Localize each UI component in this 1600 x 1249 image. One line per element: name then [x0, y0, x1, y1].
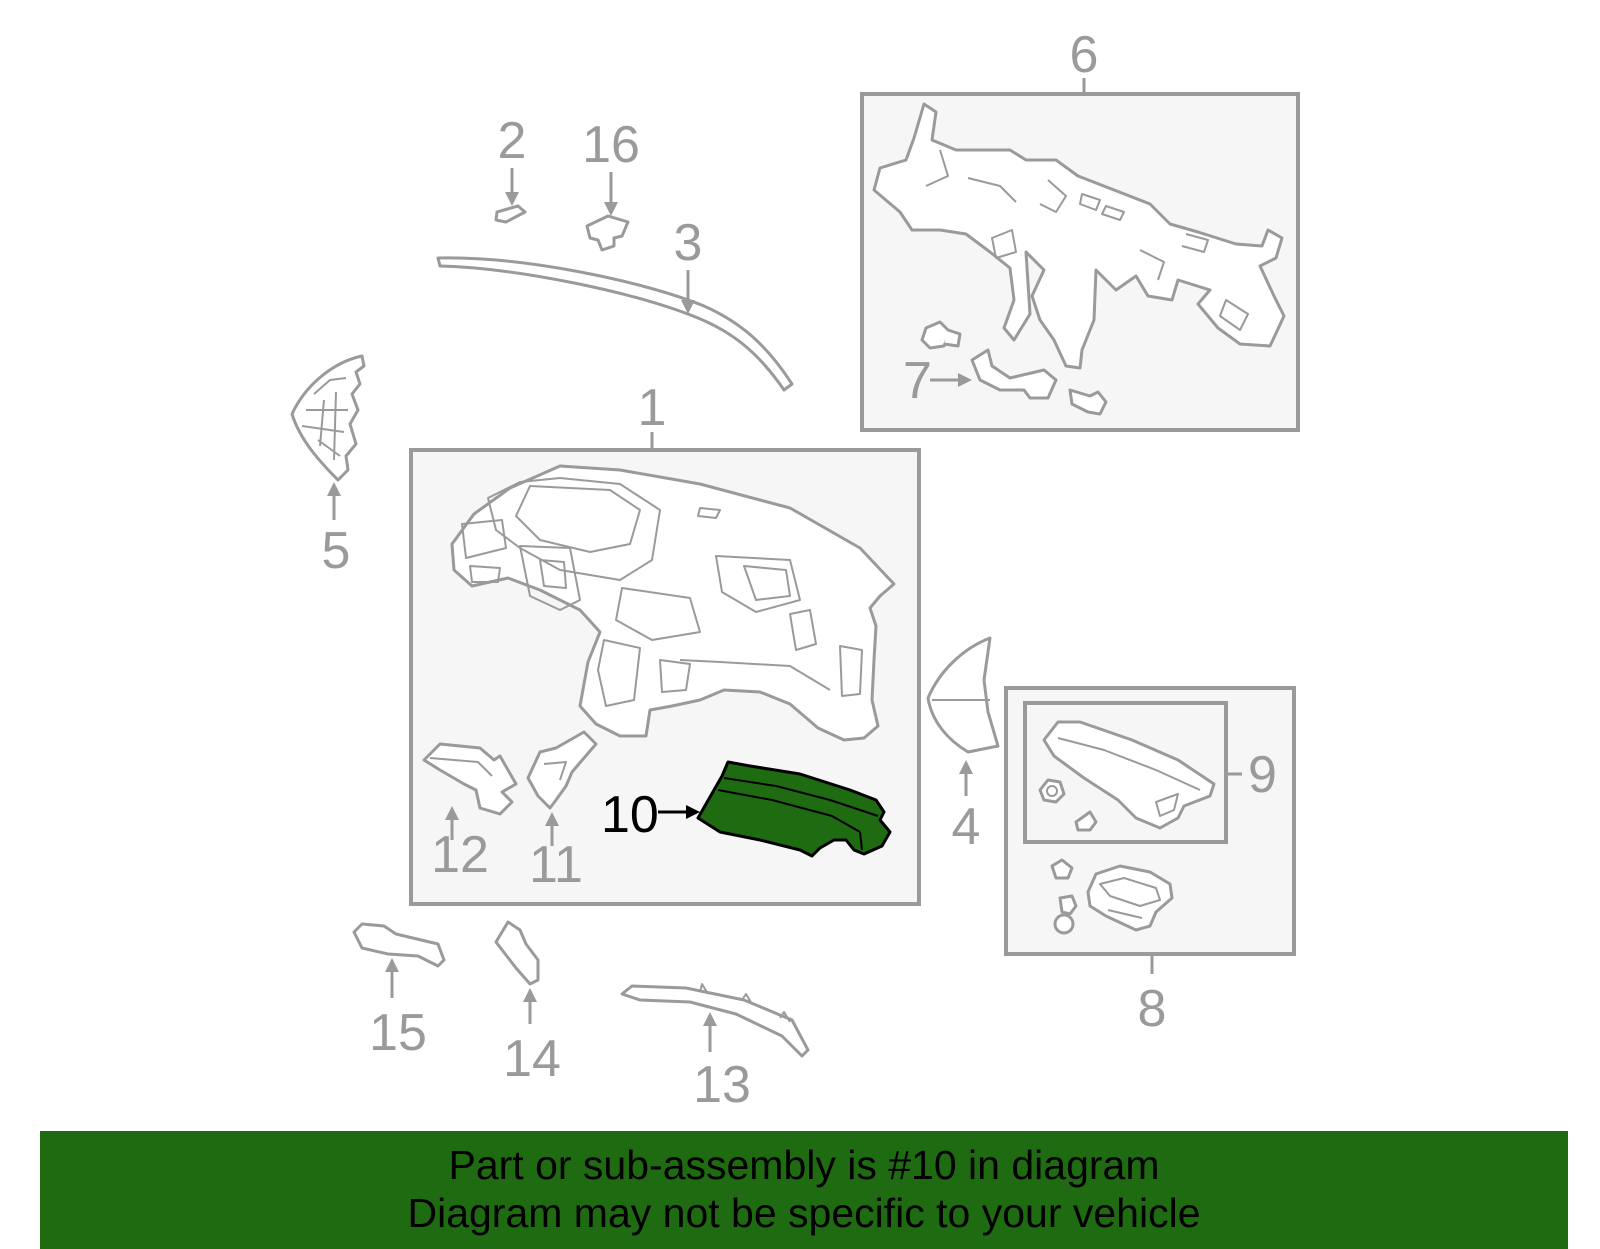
- side-cover-part-4: [926, 636, 1000, 754]
- molding-part-3: [436, 256, 794, 392]
- callout-16[interactable]: 16: [582, 116, 640, 174]
- callout-1[interactable]: 1: [638, 379, 667, 437]
- callout-4[interactable]: 4: [952, 798, 981, 856]
- fastener-part-8a: [1050, 858, 1074, 880]
- airbag-module-part-8: [1086, 864, 1174, 932]
- callout-11[interactable]: 11: [529, 836, 583, 894]
- highlighted-part-10[interactable]: [696, 760, 892, 858]
- callout-8[interactable]: 8: [1138, 980, 1167, 1038]
- callout-3[interactable]: 3: [674, 214, 703, 272]
- callout-6[interactable]: 6: [1070, 26, 1099, 84]
- clip-part-16: [585, 214, 630, 252]
- trim-strip-part-13: [620, 983, 810, 1058]
- bracket-part-7: [970, 348, 1058, 400]
- steering-hanger-beam: [872, 102, 1286, 370]
- callout-12[interactable]: 12: [431, 826, 489, 884]
- clip-part-9: [1074, 810, 1098, 832]
- banner-line-2: Diagram may not be specific to your vehi…: [407, 1190, 1201, 1236]
- instrument-panel-part-1: [450, 464, 896, 742]
- callout-5[interactable]: 5: [322, 522, 351, 580]
- callout-13[interactable]: 13: [693, 1056, 751, 1114]
- bolt-part-7b: [1068, 388, 1108, 416]
- callout-10[interactable]: 10: [601, 786, 659, 844]
- bracket-part-11: [526, 730, 598, 810]
- bracket-part-15: [352, 922, 446, 968]
- bolt-part-7a: [920, 320, 962, 350]
- bracket-part-12: [422, 742, 518, 816]
- clip-part-2: [494, 204, 527, 224]
- notice-banner: Part or sub-assembly is #10 in diagram D…: [40, 1131, 1568, 1249]
- fastener-part-8b: [1053, 894, 1078, 935]
- bracket-part-14: [494, 920, 540, 986]
- callout-7[interactable]: 7: [903, 352, 932, 410]
- callout-2[interactable]: 2: [498, 112, 527, 170]
- callout-15[interactable]: 15: [369, 1004, 427, 1062]
- airbag-cover-part-9: [1042, 720, 1216, 830]
- nut-part-9: [1038, 778, 1066, 804]
- banner-line-1: Part or sub-assembly is #10 in diagram: [448, 1142, 1160, 1188]
- callout-14[interactable]: 14: [503, 1030, 561, 1088]
- callout-9[interactable]: 9: [1248, 746, 1277, 804]
- side-panel-part-5: [290, 354, 366, 482]
